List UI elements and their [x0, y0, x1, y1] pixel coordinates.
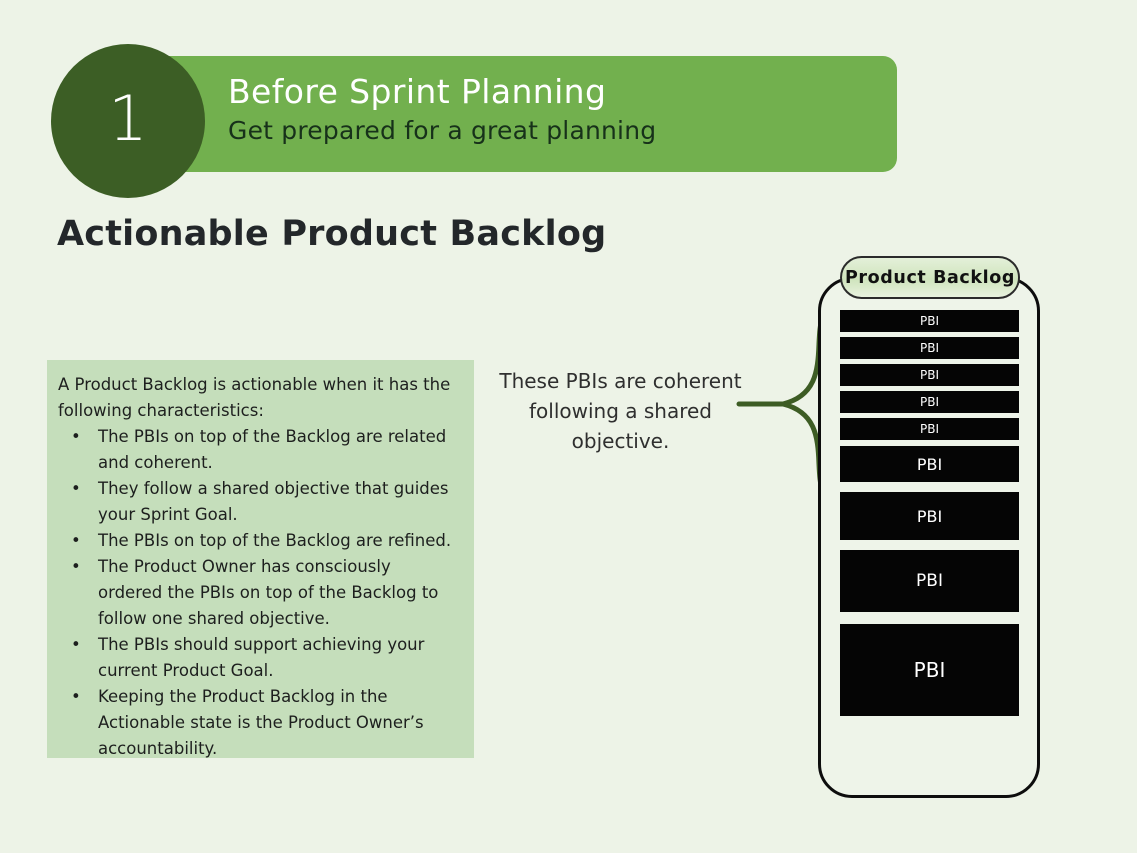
step-number-circle: 1: [51, 44, 205, 198]
pbi-item[interactable]: PBI: [840, 337, 1019, 359]
bullet-icon: •: [71, 427, 81, 446]
pbi-stack: PBI PBI PBI PBI PBI PBI PBI PBI PBI: [840, 310, 1019, 716]
product-backlog-label-pill: Product Backlog: [840, 256, 1020, 299]
list-item-label: The PBIs on top of the Backlog are refin…: [98, 531, 452, 550]
pbi-item-label: PBI: [919, 314, 939, 328]
pbi-item[interactable]: PBI: [840, 364, 1019, 386]
list-item-label: Keeping the Product Backlog in the Actio…: [98, 687, 424, 758]
page-title: Actionable Product Backlog: [57, 214, 607, 254]
list-item: • The PBIs should support achieving your …: [58, 632, 460, 684]
list-item: • The PBIs on top of the Backlog are rela…: [58, 424, 460, 476]
product-backlog-label-text: Product Backlog: [844, 267, 1015, 288]
pbi-item[interactable]: PBI: [840, 446, 1019, 482]
bullet-icon: •: [71, 635, 81, 654]
pbi-item-label: PBI: [919, 395, 939, 409]
list-item-label: The PBIs should support achieving your c…: [98, 635, 425, 680]
step-number-label: 1: [108, 82, 148, 155]
pbi-item-label: PBI: [913, 658, 946, 682]
pbi-item[interactable]: PBI: [840, 418, 1019, 440]
pbi-item[interactable]: PBI: [840, 310, 1019, 332]
header-subtitle: Get prepared for a great planning: [228, 116, 657, 145]
header-title: Before Sprint Planning: [228, 72, 607, 111]
pbi-item[interactable]: PBI: [840, 624, 1019, 716]
pbi-item[interactable]: PBI: [840, 550, 1019, 612]
pbi-item-label: PBI: [916, 454, 943, 474]
pbi-item-label: PBI: [919, 422, 939, 436]
bullet-icon: •: [71, 557, 81, 576]
list-item: • They follow a shared objective that gui…: [58, 476, 460, 528]
pbi-item-label: PBI: [916, 506, 943, 526]
pbi-item-label: PBI: [916, 571, 943, 591]
characteristics-text-box: A Product Backlog is actionable when it …: [47, 360, 474, 758]
list-item-label: They follow a shared objective that guid…: [98, 479, 449, 524]
bullet-icon: •: [71, 479, 81, 498]
header-banner: Before Sprint Planning Get prepared for …: [150, 56, 897, 172]
callout-text: These PBIs are coherent following a shar…: [499, 369, 742, 453]
pbi-item[interactable]: PBI: [840, 391, 1019, 413]
pbi-item[interactable]: PBI: [840, 492, 1019, 540]
list-item: • The Product Owner has consciously order…: [58, 554, 460, 632]
bullet-icon: •: [71, 531, 81, 550]
header-banner-text-group: Before Sprint Planning Get prepared for …: [228, 70, 887, 148]
list-item: • The PBIs on top of the Backlog are refi…: [58, 528, 460, 554]
list-item: • Keeping the Product Backlog in the Acti…: [58, 684, 460, 762]
pbi-item-label: PBI: [919, 368, 939, 382]
characteristics-intro: A Product Backlog is actionable when it …: [58, 375, 451, 420]
list-item-label: The PBIs on top of the Backlog are relat…: [98, 427, 447, 472]
characteristics-list: • The PBIs on top of the Backlog are rela…: [58, 424, 460, 762]
pbi-item-label: PBI: [919, 341, 939, 355]
bullet-icon: •: [71, 687, 81, 706]
list-item-label: The Product Owner has consciously ordere…: [98, 557, 439, 628]
